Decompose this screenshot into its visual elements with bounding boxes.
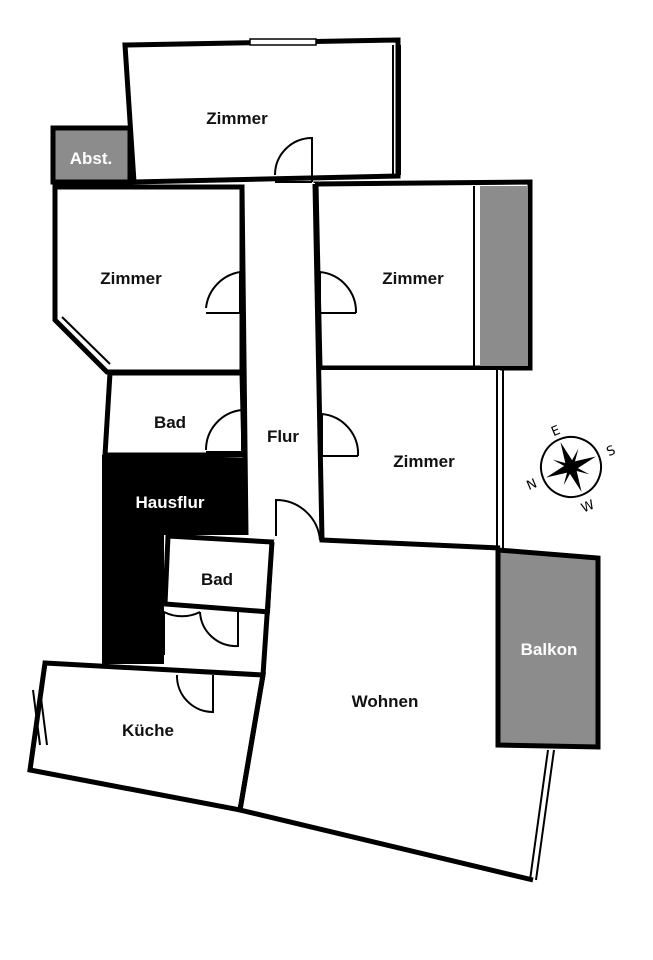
compass-n: N: [525, 476, 540, 494]
label-zimmer-right: Zimmer: [382, 269, 444, 288]
zimmer-right-gray-strip: [480, 186, 528, 366]
label-balkon: Balkon: [521, 640, 578, 659]
room-balkon: [495, 547, 601, 750]
compass-s: S: [604, 443, 617, 460]
label-wohnen: Wohnen: [352, 692, 419, 711]
label-kueche: Küche: [122, 721, 174, 740]
label-hausflur: Hausflur: [136, 493, 205, 512]
room-hausflur: [102, 455, 246, 664]
label-bad-lower: Bad: [201, 570, 233, 589]
label-bad-upper: Bad: [154, 413, 186, 432]
compass-e: E: [549, 423, 562, 440]
interior-walls: [237, 183, 555, 883]
label-zimmer-top: Zimmer: [206, 109, 268, 128]
label-zimmer-east: Zimmer: [393, 452, 455, 471]
label-flur: Flur: [267, 427, 299, 446]
room-flur: [245, 183, 320, 540]
label-zimmer-left: Zimmer: [100, 269, 162, 288]
label-abstellraum: Abst.: [70, 149, 113, 168]
room-abstellraum: [50, 125, 133, 185]
room-wohnen: [240, 540, 552, 880]
room-zimmer-east: [320, 370, 504, 548]
compass-w: W: [579, 498, 597, 517]
door-swings: [163, 136, 360, 714]
compass-rose-icon: E W N S: [525, 423, 618, 517]
